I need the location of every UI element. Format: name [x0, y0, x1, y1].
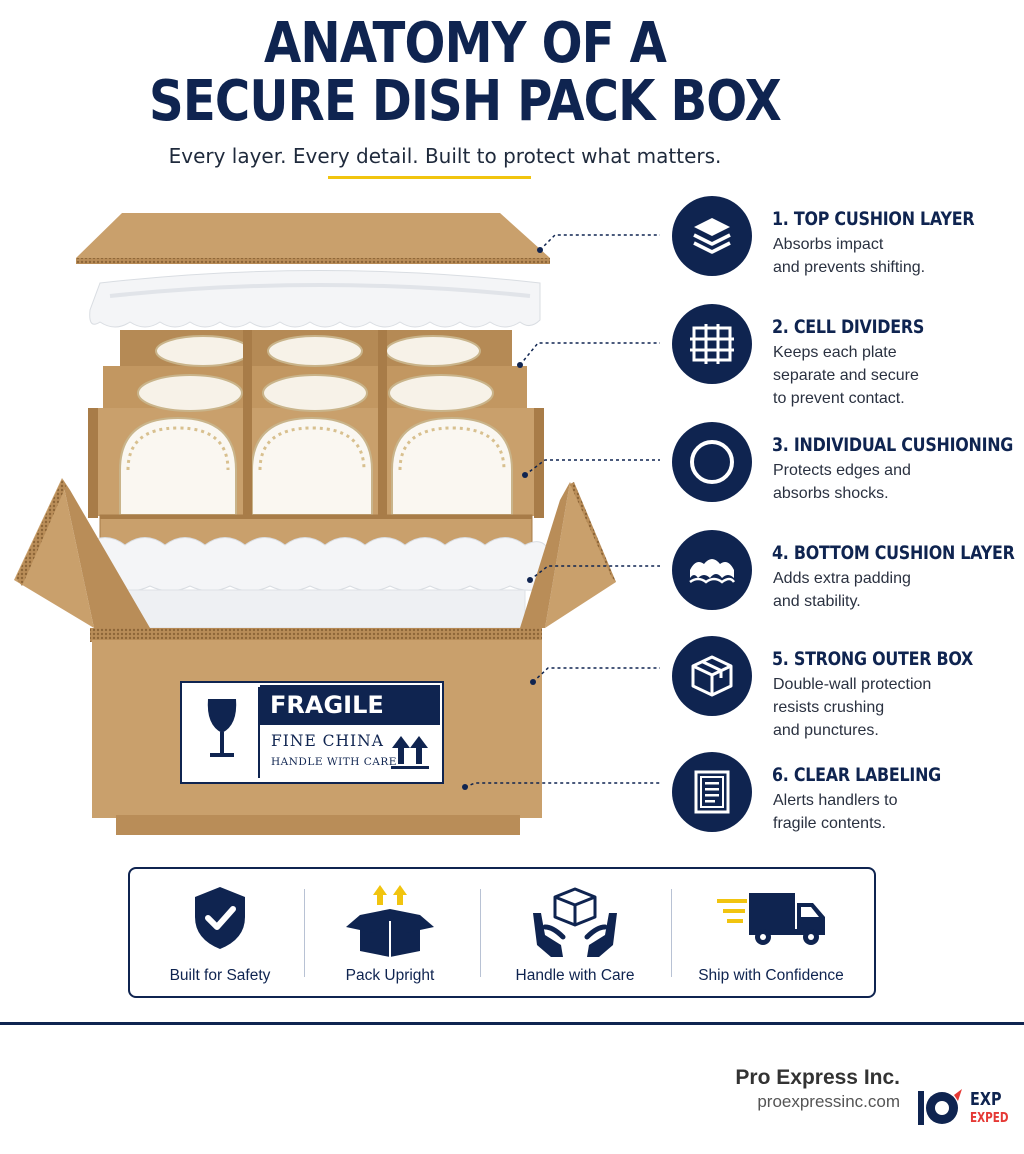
divider [671, 889, 672, 977]
feature-desc-line: Double-wall protection [773, 676, 932, 693]
label-line2: HANDLE WITH CARE [271, 756, 397, 768]
feature-description: Protects edges and absorbs shocks. [773, 459, 1023, 505]
label-heading-bar: FRAGILE [260, 685, 440, 725]
foam-icon [689, 559, 736, 584]
truck-icon [717, 893, 825, 945]
feature-desc-line: resists crushing [773, 699, 885, 716]
feature-title: 6. CLEAR LABELING [772, 765, 941, 786]
badge-pack-upright: Pack Upright [320, 883, 460, 993]
feature-title: 5. STRONG OUTER BOX [772, 649, 974, 670]
feature-icon-circle [672, 530, 752, 610]
open-box-arrows-icon [346, 885, 434, 957]
title-underline [328, 176, 531, 179]
feature-bottom-cushion: 4. BOTTOM CUSHION LAYER Adds extra paddi… [672, 530, 1024, 620]
document-icon [694, 770, 730, 814]
feature-icon-circle [672, 304, 752, 384]
company-name: Pro Express Inc. [735, 1066, 900, 1089]
cell-divider-tray [88, 330, 544, 552]
feature-top-cushion: 1. TOP CUSHION LAYER Absorbs impact and … [672, 196, 1024, 286]
box-icon [691, 655, 733, 697]
badge-handle-with-care: Handle with Care [500, 883, 650, 993]
leader-dots [462, 247, 543, 790]
feature-desc-line: and punctures. [773, 722, 879, 739]
feature-desc-line: Adds extra padding [773, 570, 911, 587]
badge-label: Pack Upright [345, 967, 435, 984]
feature-desc-line: and prevents shifting. [773, 259, 926, 276]
feature-clear-labeling: 6. CLEAR LABELING Alerts handlers to fra… [672, 752, 1024, 842]
label-heading: FRAGILE [270, 691, 384, 719]
badges-panel: Built for Safety Pack Upright Handle wit… [128, 867, 876, 998]
ring-icon [690, 440, 734, 484]
company-logo: EXP EXPED [918, 1085, 1024, 1135]
feature-description: Keeps each plate separate and secure to … [773, 341, 1023, 410]
this-way-up-arrows-icon [391, 736, 429, 769]
feature-desc-line: and stability. [773, 593, 861, 610]
hands-box-icon [533, 887, 617, 957]
box-flaps [14, 478, 616, 628]
label-glass-panel [186, 687, 260, 778]
feature-icon-circle [672, 752, 752, 832]
feature-title: 4. BOTTOM CUSHION LAYER [772, 543, 1015, 564]
feature-desc-line: fragile contents. [773, 815, 886, 832]
badge-label: Ship with Confidence [698, 967, 844, 984]
feature-icon-circle [672, 196, 752, 276]
feature-strong-outer-box: 5. STRONG OUTER BOX Double-wall protecti… [672, 636, 1024, 739]
bottom-foam-layer [81, 537, 553, 629]
feature-description: Double-wall protection resists crushing … [773, 673, 1023, 742]
divider [304, 889, 305, 977]
feature-desc-line: separate and secure [773, 367, 919, 384]
wine-glass-icon [207, 699, 237, 757]
feature-icon-circle [672, 422, 752, 502]
divider [480, 889, 481, 977]
feature-desc-line: Keeps each plate [773, 344, 897, 361]
badge-built-for-safety: Built for Safety [150, 883, 290, 993]
feature-desc-line: Absorbs impact [773, 236, 884, 253]
feature-cell-dividers: 2. CELL DIVIDERS Keeps each plate separa… [672, 304, 1024, 407]
shield-check-icon [195, 887, 245, 949]
badge-label: Built for Safety [169, 967, 271, 984]
feature-desc-line: Protects edges and [773, 462, 911, 479]
feature-description: Alerts handlers to fragile contents. [773, 789, 1023, 835]
logo-mark-icon [918, 1089, 962, 1125]
feature-title: 1. TOP CUSHION LAYER [772, 209, 975, 230]
feature-title: 3. INDIVIDUAL CUSHIONING [772, 435, 1014, 456]
logo-text-top: EXP [970, 1089, 1002, 1110]
fragile-label: FRAGILE FINE CHINA HANDLE WITH CARE [180, 681, 444, 784]
badge-ship-with-confidence: Ship with Confidence [686, 883, 856, 993]
page-subtitle: Every layer. Every detail. Built to prot… [168, 144, 722, 168]
feature-description: Adds extra padding and stability. [773, 567, 1023, 613]
grid-icon [690, 324, 734, 364]
feature-desc-line: to prevent contact. [773, 390, 905, 407]
page-title-line1: ANATOMY OF A [263, 11, 667, 76]
top-foam-layer [89, 270, 541, 328]
company-website[interactable]: proexpressinc.com [757, 1092, 900, 1111]
label-line1: FINE CHINA [271, 732, 384, 750]
badge-label: Handle with Care [515, 967, 635, 984]
page-title-line2: SECURE DISH PACK BOX [149, 69, 782, 134]
feature-individual-cushioning: 3. INDIVIDUAL CUSHIONING Protects edges … [672, 422, 1024, 512]
feature-description: Absorbs impact and prevents shifting. [773, 233, 1023, 279]
feature-title: 2. CELL DIVIDERS [772, 317, 925, 338]
feature-icon-circle [672, 636, 752, 716]
leader-lines [464, 234, 660, 788]
feature-desc-line: Alerts handlers to [773, 792, 898, 809]
layers-icon [693, 218, 731, 254]
footer-divider [0, 1022, 1024, 1025]
top-lid [76, 213, 550, 264]
feature-desc-line: absorbs shocks. [773, 485, 889, 502]
logo-text-bottom: EXPED [970, 1111, 1009, 1126]
